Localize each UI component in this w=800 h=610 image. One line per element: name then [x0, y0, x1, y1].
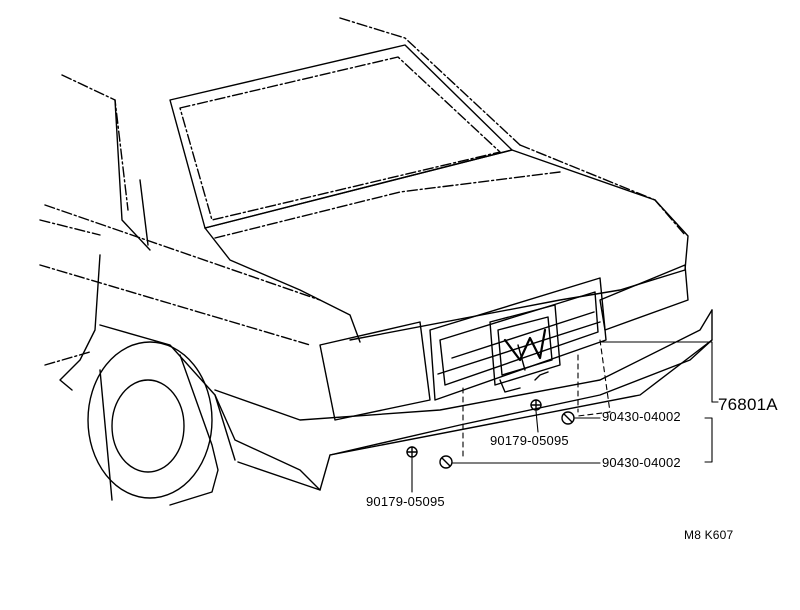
trunk-lid — [204, 149, 689, 343]
part-number-clip-left: 90179-05095 — [366, 494, 445, 509]
clip-icon — [530, 399, 542, 411]
c-pillar — [114, 99, 151, 251]
license-plate-bracket — [489, 304, 561, 393]
rear-garnish-panel — [429, 277, 607, 401]
part-number-clip-center: 90179-05095 — [490, 433, 569, 448]
clip-icon — [406, 446, 418, 458]
leader-lines — [411, 341, 719, 493]
part-number-screw-lower: 90430-04002 — [602, 455, 681, 470]
tail-lamp-left — [319, 321, 431, 421]
assembly-guide-lines — [462, 339, 611, 459]
rear-wheel — [87, 341, 219, 506]
rear-window — [169, 44, 513, 229]
screw-icon — [561, 411, 575, 425]
car-roof — [61, 17, 686, 236]
car-side-lines — [39, 204, 321, 366]
rear-window-inner — [179, 56, 501, 221]
rear-bumper — [214, 309, 713, 491]
rear-fender — [59, 254, 236, 461]
part-number-76801A: 76801A — [718, 395, 778, 414]
part-number-screw-upper: 90430-04002 — [602, 409, 681, 424]
figure-code: M8 K607 — [684, 528, 734, 542]
screw-icon — [439, 455, 453, 469]
tail-lamp-right — [599, 264, 689, 331]
